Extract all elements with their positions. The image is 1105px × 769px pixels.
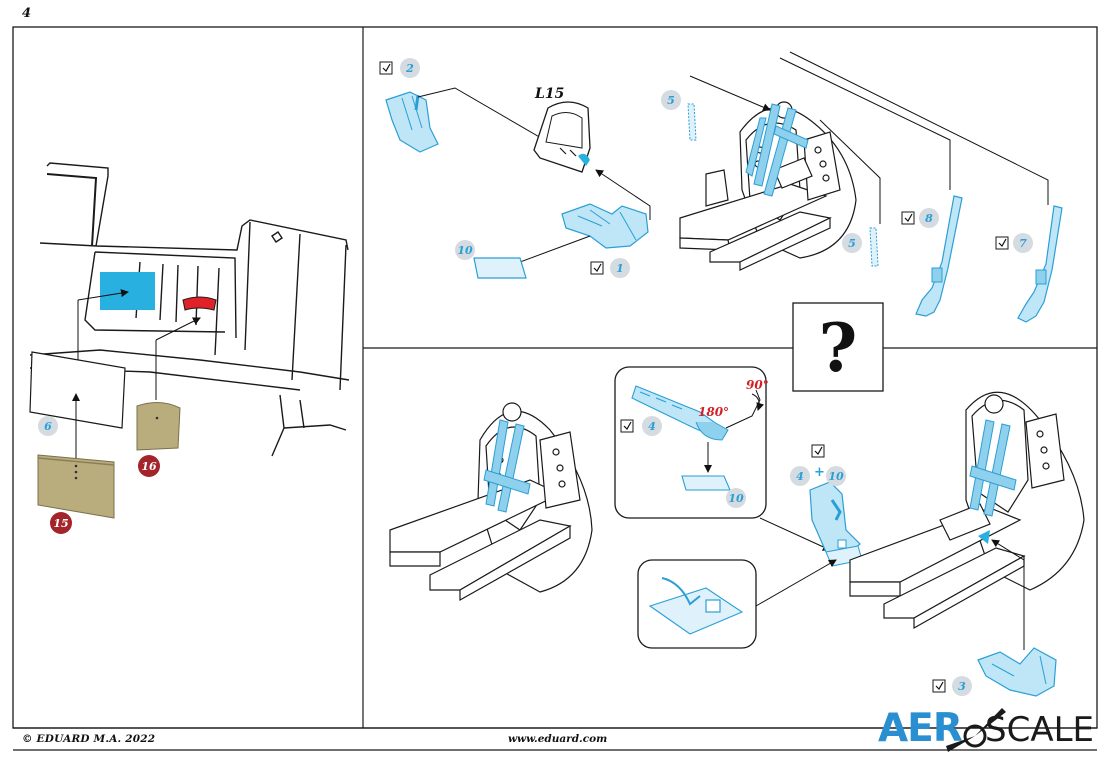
part-5-strip-b xyxy=(869,227,879,267)
seat-l15 xyxy=(533,101,591,173)
instrument-decal-blue xyxy=(100,272,155,310)
part-number-p5b: 5 xyxy=(848,237,856,250)
part-2-photo-etch xyxy=(385,91,439,153)
checkbox-step-4[interactable] xyxy=(620,419,634,433)
checkbox-step-3[interactable] xyxy=(932,679,946,693)
seat-belts-bottom-right xyxy=(969,419,1017,517)
part-number-p16: 16 xyxy=(141,460,157,473)
part-badge-p5b xyxy=(842,233,862,253)
part-10-pad-inset xyxy=(681,475,731,491)
seat-blue-mark xyxy=(578,153,590,166)
part-badge-p15 xyxy=(50,512,72,534)
part-badge-p4a xyxy=(642,416,662,436)
part-number-p8: 8 xyxy=(925,212,933,225)
checkbox-step-1[interactable] xyxy=(590,261,604,275)
seat-assembly-bottom-right xyxy=(849,391,1085,630)
copyright-text: © EDUARD M.A. 2022 xyxy=(22,733,156,745)
part-badge-p5a xyxy=(661,90,681,110)
part-number-p15: 15 xyxy=(53,517,68,530)
question-box xyxy=(792,302,884,392)
checkbox-step-8[interactable] xyxy=(901,211,915,225)
watermark-aero: AER xyxy=(878,706,963,751)
part-badge-p1 xyxy=(610,258,630,278)
part-badge-p8 xyxy=(919,208,939,228)
part-number-p10b: 10 xyxy=(728,492,744,505)
part-10-photo-etch xyxy=(473,257,527,279)
part-6-film xyxy=(29,351,126,429)
website-link[interactable]: www.eduard.com xyxy=(508,733,608,745)
part-number-p3: 3 xyxy=(958,680,966,693)
part-number-p7: 7 xyxy=(1019,237,1027,250)
seat-belts-bottom-left xyxy=(483,419,531,513)
checkbox-step-7[interactable] xyxy=(995,236,1009,250)
seat-label: L15 xyxy=(535,86,565,102)
aeroscale-propeller-icon xyxy=(946,708,1006,752)
rotation-90-label: 90° xyxy=(746,378,769,392)
watermark-scale: SCALE xyxy=(985,710,1095,750)
seat-belts-top xyxy=(745,103,809,197)
part-1-photo-etch xyxy=(561,203,649,249)
part-badge-p2 xyxy=(400,58,420,78)
part-badge-p6 xyxy=(38,416,58,436)
part-number-p2: 2 xyxy=(405,62,414,75)
part-number-p6: 6 xyxy=(44,420,52,433)
part-number-p5a: 5 xyxy=(667,94,675,107)
part-badge-p3 xyxy=(952,676,972,696)
part-number-p4a: 4 xyxy=(648,420,656,433)
part-badge-p10c xyxy=(826,466,846,486)
part-16-resin xyxy=(136,402,181,451)
seat-assembly-bottom-left xyxy=(389,402,593,602)
part-badge-p10b xyxy=(726,488,746,508)
red-painted-part xyxy=(182,296,217,311)
question-mark: ? xyxy=(818,309,858,387)
part-number-p4b: 4 xyxy=(796,470,804,483)
part-7-belt xyxy=(1017,205,1063,323)
part-15-resin xyxy=(37,454,115,519)
part-number-p1: 1 xyxy=(616,262,624,275)
part-number-p10a: 10 xyxy=(457,244,473,257)
checkbox-step-4-10[interactable] xyxy=(811,444,825,458)
part-3-photo-etch xyxy=(977,647,1057,697)
part-badge-p7 xyxy=(1013,233,1033,253)
rotation-180-label: 180° xyxy=(698,405,730,419)
part-number-p10c: 10 xyxy=(828,470,844,483)
part-5-strip-a xyxy=(687,103,697,141)
page-number: 4 xyxy=(22,6,32,21)
checkbox-step-2[interactable] xyxy=(379,61,393,75)
part-badge-p10a xyxy=(455,240,475,260)
part-badge-p4b xyxy=(790,466,810,486)
part-badge-p16 xyxy=(138,455,160,477)
plus-sign: + xyxy=(814,465,825,480)
